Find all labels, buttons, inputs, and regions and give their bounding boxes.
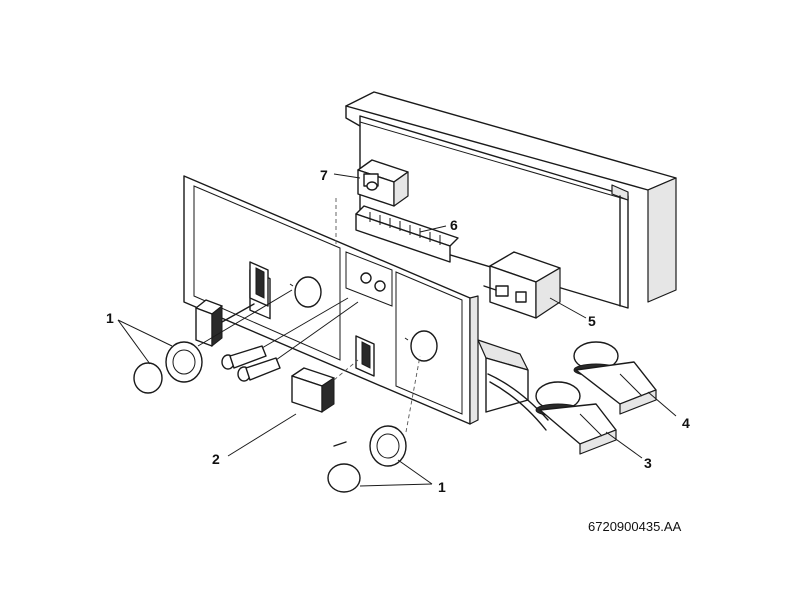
terminal-teeth [369, 212, 441, 245]
figure-id: 6720900435.AA [588, 519, 682, 534]
callout-3: 3 [644, 455, 652, 471]
leader-lines [117, 173, 677, 487]
rocker-switch-upper [195, 299, 255, 348]
relay-box [483, 251, 561, 319]
callout-1-bottom: 1 [438, 479, 446, 495]
callout-4: 4 [682, 415, 690, 431]
bottom-bracket [477, 339, 549, 431]
front-panel [183, 175, 479, 425]
callout-6: 6 [450, 217, 458, 233]
callout-2: 2 [212, 451, 220, 467]
callout-5: 5 [588, 313, 596, 329]
callout-7: 7 [320, 167, 328, 183]
terminal-strip [355, 205, 459, 263]
sensor-unit [573, 341, 657, 415]
motor-unit [335, 159, 409, 246]
callout-1-left: 1 [106, 310, 114, 326]
thermostat-unit [535, 381, 617, 455]
rocker-switch-lower [291, 359, 359, 413]
knob-left [133, 289, 293, 394]
knob-bottom [327, 355, 421, 493]
rear-housing [345, 91, 677, 309]
fuse-holders [221, 297, 359, 382]
